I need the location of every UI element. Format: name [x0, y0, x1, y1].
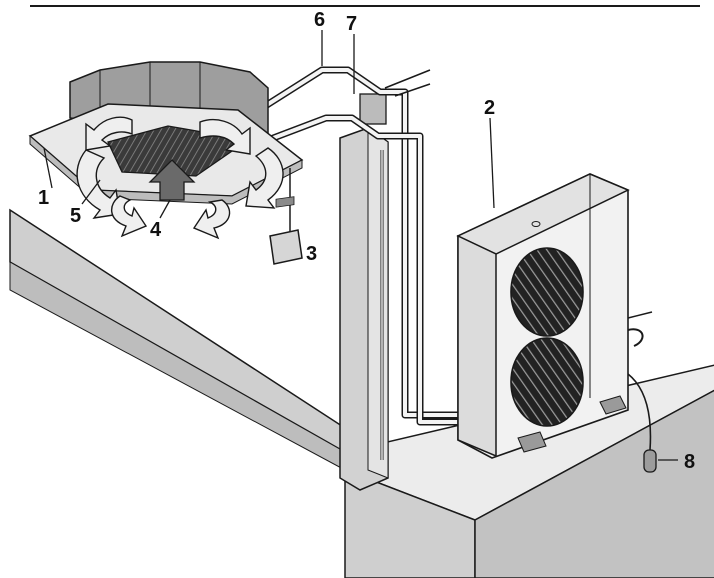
callout-5: 5: [70, 205, 81, 227]
ground-slab-front: [344, 468, 476, 578]
intake-grille: [107, 125, 250, 177]
outdoor-unit: [456, 173, 653, 459]
callout-1: 1: [38, 187, 49, 209]
intake-arrow: [148, 159, 196, 201]
callout-7: 7: [346, 13, 357, 35]
wall-sleeve: [359, 93, 387, 125]
partition-wall-side: [367, 127, 389, 479]
callout-4: 4: [150, 219, 162, 241]
cassette-panel-edge: [29, 134, 303, 205]
outdoor-fan-lower: [510, 337, 584, 427]
piping: [260, 66, 458, 460]
callout-8: 8: [684, 451, 695, 473]
callout-3: 3: [306, 243, 317, 265]
callout-6: 6: [314, 9, 325, 31]
ground-slab-side: [474, 389, 714, 578]
outdoor-fan-upper: [510, 247, 584, 337]
building-wall-face: [9, 261, 346, 471]
drain-container: [643, 449, 657, 473]
callout-2: 2: [484, 97, 495, 119]
airflow-arrows: [76, 116, 284, 240]
remote-controller: [269, 196, 303, 265]
leader-lines: [43, 30, 678, 461]
